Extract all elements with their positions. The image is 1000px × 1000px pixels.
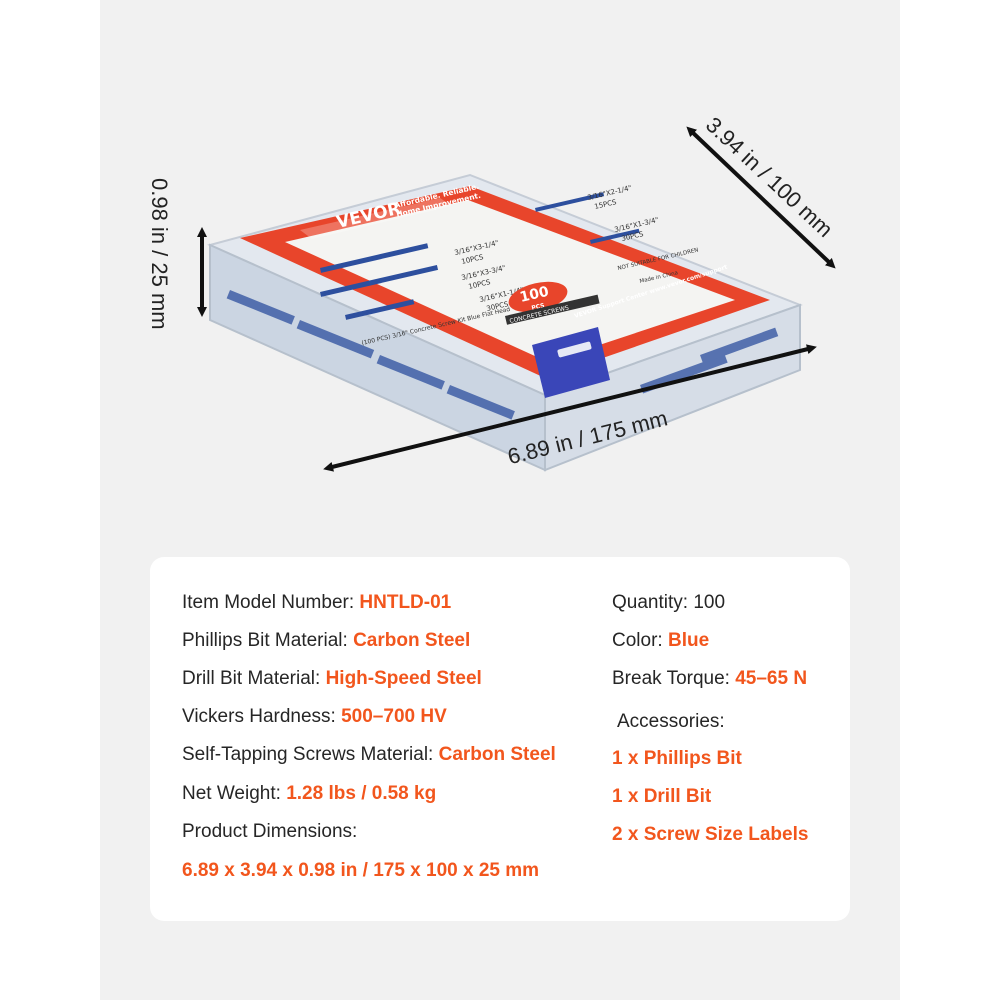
spec-torque-value: 45–65 N xyxy=(735,668,808,689)
spec-drill-value: High-Speed Steel xyxy=(325,668,482,689)
spec-dimensions-value: 6.89 x 3.94 x 0.98 in / 175 x 100 x 25 m… xyxy=(182,860,540,881)
spec-break-torque: Break Torque: 45–65 N xyxy=(612,668,808,689)
accessory-item: 1 x Phillips Bit xyxy=(612,748,742,769)
spec-accessories-label: Accessories: xyxy=(617,711,725,732)
quantity-badge xyxy=(508,281,568,313)
accessory-item: 2 x Screw Size Labels xyxy=(612,824,809,845)
spec-color-value: Blue xyxy=(667,630,710,651)
spec-phillips-material: Phillips Bit Material: Carbon Steel xyxy=(182,630,471,651)
spec-color: Color: Blue xyxy=(612,630,710,651)
specifications-card: Item Model Number: HNTLD-01 Phillips Bit… xyxy=(150,557,850,921)
product-label: VEVOR Affordable. Reliable. Home Improve… xyxy=(240,182,770,378)
spec-hardness: Vickers Hardness: 500–700 HV xyxy=(182,706,447,727)
product-illustration: VEVOR Affordable. Reliable. Home Improve… xyxy=(197,126,836,472)
spec-dimensions-label: Product Dimensions: xyxy=(182,821,358,842)
spec-quantity: Quantity: 100 xyxy=(612,592,726,613)
height-dimension-label: 0.98 in / 25 mm xyxy=(147,178,172,330)
spec-screws-material: Self-Tapping Screws Material: Carbon Ste… xyxy=(182,744,556,765)
spec-weight-value: 1.28 lbs / 0.58 kg xyxy=(286,783,437,804)
label-count-4: 15PCS xyxy=(594,198,618,211)
quantity-badge-unit: PCS xyxy=(531,302,545,312)
length-arrow xyxy=(323,344,817,472)
spec-phillips-value: Carbon Steel xyxy=(353,630,471,651)
spec-hardness-value: 500–700 HV xyxy=(341,706,447,727)
quantity-badge-number: 100 xyxy=(518,284,550,306)
spec-model-value: HNTLD-01 xyxy=(359,592,452,613)
spec-screws-value: Carbon Steel xyxy=(438,744,556,765)
accessory-item: 1 x Drill Bit xyxy=(612,786,712,807)
spec-drill-material: Drill Bit Material: High-Speed Steel xyxy=(182,668,482,689)
spec-net-weight: Net Weight: 1.28 lbs / 0.58 kg xyxy=(182,783,437,804)
spec-model: Item Model Number: HNTLD-01 xyxy=(182,592,452,613)
depth-arrow xyxy=(686,126,836,269)
